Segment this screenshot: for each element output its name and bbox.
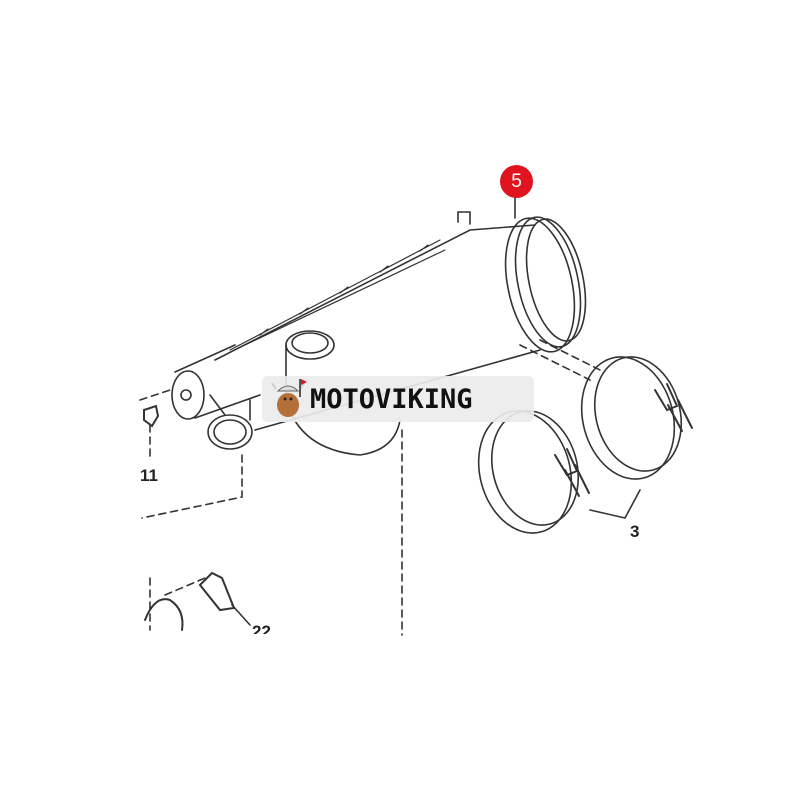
callout-22-clipped: 22 <box>252 622 271 634</box>
watermark-logo: MOTOVIKING <box>262 376 534 422</box>
leader-3 <box>589 489 641 519</box>
small-fittings <box>143 404 236 631</box>
callout-3-label: 3 <box>630 522 640 541</box>
callout-badge-part-5: 5 <box>500 165 533 198</box>
callout-22-label: 22 <box>252 622 271 634</box>
watermark-brand-text: MOTOVIKING <box>310 383 473 415</box>
leader-lines <box>139 339 601 636</box>
callout-5-label: 5 <box>511 170 522 192</box>
viking-mascot-icon <box>271 379 307 417</box>
callout-11-label: 11 <box>140 466 158 485</box>
